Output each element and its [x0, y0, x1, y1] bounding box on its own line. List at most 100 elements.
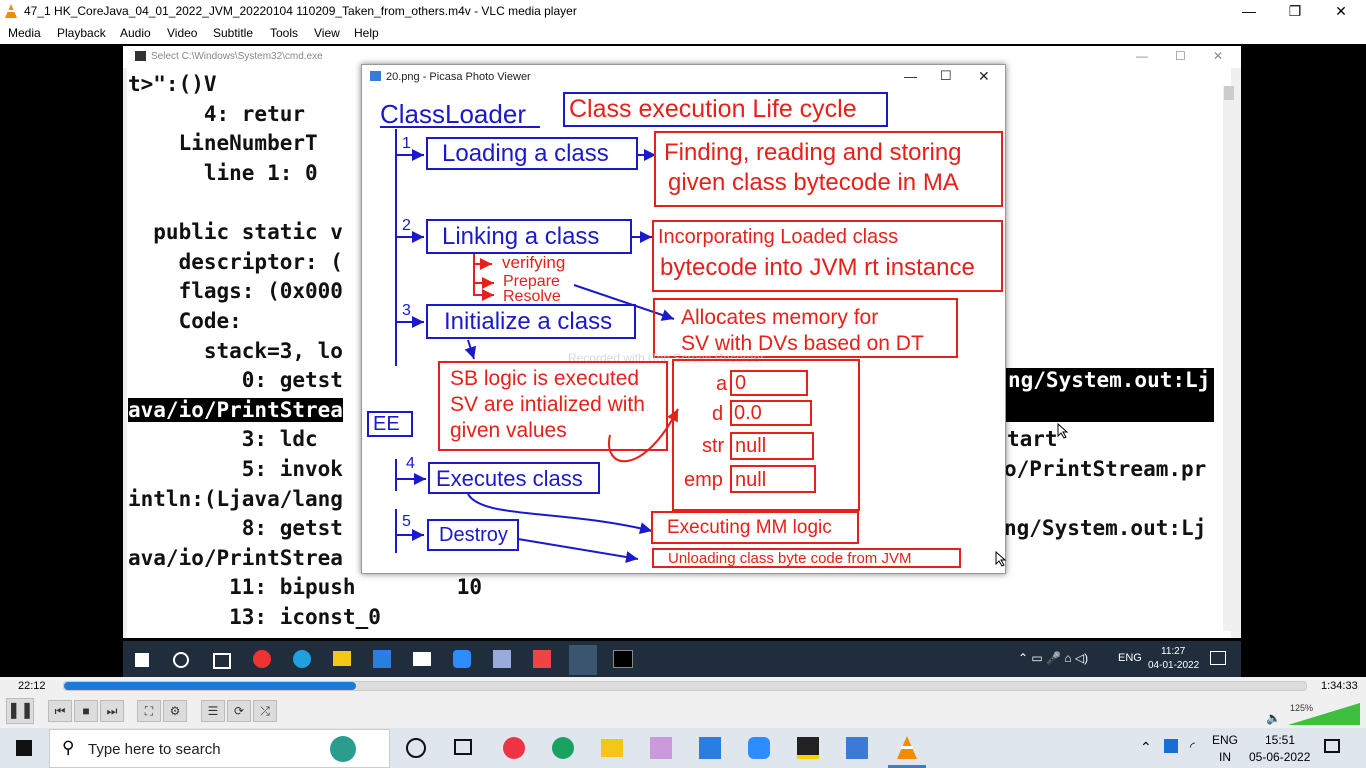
picasa-maximize-button[interactable]: ☐ — [940, 68, 952, 83]
close-button[interactable]: ✕ — [1335, 3, 1347, 19]
picasa-title: 20.png - Picasa Photo Viewer — [386, 71, 531, 83]
cmd-line: flags: (0x000 — [128, 279, 343, 303]
diagram-arrows — [380, 126, 679, 563]
mail-icon — [413, 652, 431, 666]
vlc-title-bar: 47_1 HK_CoreJava_04_01_2022_JVM_20220104… — [0, 0, 1366, 23]
store-icon — [373, 650, 391, 668]
search-placeholder: Type here to search — [88, 741, 221, 758]
cmd-line: 13: iconst_0 — [128, 605, 381, 629]
loading-desc-line: Finding, reading and storing — [664, 139, 962, 166]
tray-app-icon[interactable] — [1164, 739, 1178, 753]
step-linking-box: Linking a class — [426, 219, 632, 254]
sticky-notes-icon[interactable] — [797, 737, 819, 759]
cmd-scroll-thumb[interactable] — [1224, 86, 1234, 100]
menu-audio[interactable]: Audio — [120, 26, 151, 40]
file-explorer-icon[interactable] — [601, 739, 623, 757]
taskbar-lang[interactable]: ENG — [1212, 733, 1239, 747]
step-label: Linking a class — [442, 223, 600, 250]
step-label: Loading a class — [442, 140, 609, 167]
cmd-line: public static v — [128, 220, 343, 244]
minimize-button[interactable]: — — [1242, 3, 1256, 19]
zoom-icon[interactable] — [748, 737, 770, 759]
step-loading-box: Loading a class — [426, 137, 638, 170]
alloc-desc-line: SV with DVs based on DT — [681, 332, 924, 355]
tray-chevron-icon[interactable]: ⌃ — [1140, 739, 1152, 755]
step-executes-box: Executes class — [428, 462, 600, 494]
cortana-button[interactable] — [406, 738, 426, 758]
var-value: 0.0 — [734, 402, 762, 424]
vlc-cone-icon — [5, 4, 17, 18]
menu-view[interactable]: View — [314, 26, 340, 40]
task-view-button[interactable] — [454, 739, 472, 755]
network-icon[interactable]: ◜ — [1190, 739, 1196, 754]
cmd-line-right: tart — [1007, 427, 1058, 451]
cmd-line: line 1: 0 — [128, 161, 318, 185]
classloader-label: ClassLoader — [380, 99, 526, 129]
var-value-box: null — [730, 432, 814, 460]
menu-help[interactable]: Help — [354, 26, 379, 40]
taskbar-region[interactable]: IN — [1219, 750, 1231, 764]
restore-button[interactable]: ❐ — [1288, 3, 1302, 19]
photos-icon[interactable] — [846, 737, 868, 759]
volume-slider[interactable] — [1288, 703, 1360, 725]
linking-desc-line: bytecode into JVM rt instance — [660, 254, 975, 281]
stop-button[interactable]: ■ — [74, 700, 98, 722]
step-initialize-box: Initialize a class — [426, 304, 636, 339]
cmd-line: t>":()V — [128, 72, 217, 96]
fullscreen-button[interactable]: ⛶ — [137, 700, 161, 722]
menu-tools[interactable]: Tools — [270, 26, 299, 40]
step-number: 4 — [406, 455, 415, 472]
vlc-taskbar-icon[interactable] — [895, 735, 919, 761]
step-label: Destroy — [439, 524, 508, 546]
app-icon — [493, 650, 511, 668]
picasa-close-button[interactable]: ✕ — [978, 68, 990, 84]
class-lifecycle-diagram: ClassLoader Class execution Life cycle 1… — [362, 89, 1005, 573]
next-button[interactable]: ⏭ — [100, 700, 124, 722]
step-number: 2 — [402, 217, 411, 234]
volume-icon[interactable]: 🔈 — [1266, 711, 1281, 725]
ee-label: EE — [373, 413, 400, 435]
taskbar-search-box[interactable]: ⚲ Type here to search — [49, 729, 390, 768]
sb-desc-box: SB logic is executed SV are intialized w… — [438, 361, 668, 451]
ee-box: EE — [367, 411, 413, 437]
cmd-maximize-icon: ☐ — [1175, 49, 1186, 63]
app-icon[interactable] — [503, 737, 525, 759]
cmd-scrollbar[interactable] — [1223, 86, 1235, 631]
store-icon[interactable] — [699, 737, 721, 759]
cmd-line-right: o/PrintStream.pr — [1004, 457, 1207, 481]
action-center-icon[interactable] — [1324, 739, 1340, 753]
cmd-line: stack=3, lo — [128, 339, 343, 363]
taskbar-time[interactable]: 15:51 — [1265, 733, 1296, 747]
menu-subtitle[interactable]: Subtitle — [213, 26, 254, 40]
window-title: 47_1 HK_CoreJava_04_01_2022_JVM_20220104… — [24, 4, 577, 18]
cortana-icon — [173, 652, 189, 668]
inner-lang: ENG — [1118, 652, 1142, 664]
playlist-button[interactable]: ☰ — [201, 700, 225, 722]
shuffle-button[interactable]: ⤮ — [253, 700, 277, 722]
file-explorer-icon — [333, 651, 351, 666]
seek-bar[interactable] — [63, 681, 1307, 691]
chrome-icon[interactable] — [552, 737, 574, 759]
alloc-desc-line: Allocates memory for — [681, 306, 879, 329]
menu-media[interactable]: Media — [8, 26, 41, 40]
var-value: 0 — [735, 372, 747, 394]
menu-bar: Media Playback Audio Video Subtitle Tool… — [0, 23, 1366, 44]
var-value: null — [735, 469, 767, 491]
linking-sub-verifying: verifying — [502, 253, 566, 272]
taskbar-date[interactable]: 05-06-2022 — [1249, 750, 1311, 764]
previous-button[interactable]: ⏮ — [48, 700, 72, 722]
task-view-icon — [213, 653, 231, 669]
extended-settings-button[interactable]: ⚙ — [163, 700, 187, 722]
menu-playback[interactable]: Playback — [57, 26, 106, 40]
menu-video[interactable]: Video — [167, 26, 198, 40]
linking-sub-resolve: Resolve — [503, 288, 561, 305]
step-destroy-box: Destroy — [427, 519, 519, 551]
snipping-tool-icon[interactable] — [650, 737, 672, 759]
loop-button[interactable]: ⟳ — [227, 700, 251, 722]
picasa-minimize-button[interactable]: — — [904, 69, 917, 84]
lifecycle-heading-box: Class execution Life cycle — [563, 92, 888, 127]
exec-desc: Executing MM logic — [667, 517, 832, 538]
pause-button[interactable]: ❚❚ — [6, 698, 34, 724]
windows-start-button[interactable] — [16, 740, 32, 756]
picasa-icon — [370, 71, 381, 81]
